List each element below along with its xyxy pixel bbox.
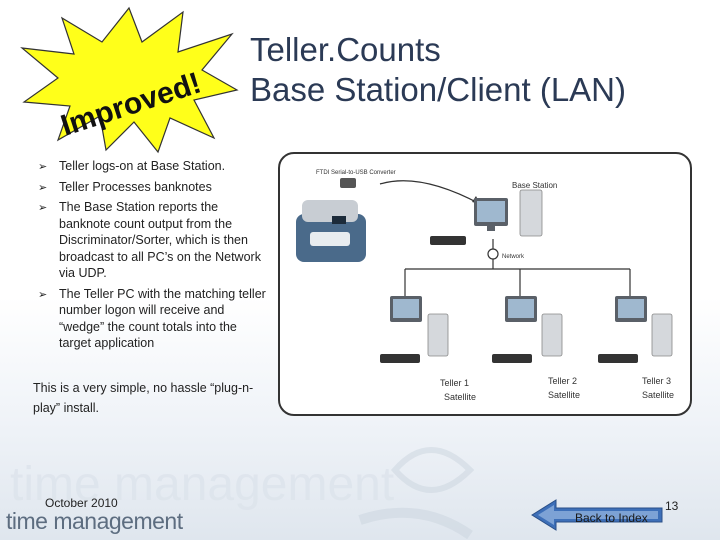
slide-title: Teller.Counts Base Station/Client (LAN): [250, 30, 626, 110]
footer-date: October 2010: [45, 496, 118, 510]
teller-2-name: Teller 2: [548, 376, 577, 386]
bullet-list: ➢ Teller logs-on at Base Station. ➢ Teller…: [38, 158, 266, 356]
teller-1-pc-icon: [380, 296, 449, 363]
bullet-text: Teller Processes banknotes: [59, 179, 212, 194]
bullet-text: The Teller PC with the matching teller n…: [59, 286, 266, 351]
bullet-item: ➢ Teller Processes banknotes: [38, 179, 266, 196]
teller-3-name: Teller 3: [642, 376, 671, 386]
teller-3-pc-icon: [598, 296, 673, 363]
arrow-bullet-icon: ➢: [38, 288, 48, 301]
improved-starburst: Improved!: [20, 6, 239, 154]
diagram-canvas: FTDI Serial-to-USB Converter Base Statio…: [296, 170, 674, 402]
network-hub-icon: [487, 248, 499, 260]
converter-label: FTDI Serial-to-USB Converter: [316, 170, 396, 176]
back-to-index-label: Back to Index: [575, 511, 648, 525]
teller-3-role: Satellite: [642, 390, 674, 400]
bullet-item: ➢ The Base Station reports the banknote c…: [38, 199, 266, 282]
arrow-bullet-icon: ➢: [38, 181, 48, 194]
page-number: 13: [665, 499, 679, 513]
network-label: Network: [502, 254, 525, 260]
arrow-bullet-icon: ➢: [38, 161, 48, 173]
arrow-bullet-icon: ➢: [38, 202, 48, 214]
title-line-2: Base Station/Client (LAN): [250, 71, 627, 108]
banknote-counter-icon: [296, 200, 366, 262]
network-diagram: FTDI Serial-to-USB Converter Base Statio…: [278, 152, 692, 416]
converter-icon: [340, 178, 356, 188]
bullet-text: The Base Station reports the banknote co…: [59, 200, 261, 280]
teller-1-name: Teller 1: [440, 378, 469, 388]
brand-logo: time management: [6, 508, 183, 534]
install-note: This is a very simple, no hassle “plug-n…: [33, 381, 254, 415]
bullet-item: ➢ The Teller PC with the matching teller …: [38, 286, 266, 352]
back-to-index-button[interactable]: Back to Index: [530, 498, 665, 532]
teller-1-role: Satellite: [444, 392, 476, 402]
teller-2-role: Satellite: [548, 390, 580, 400]
bullet-item: ➢ Teller logs-on at Base Station.: [38, 158, 266, 175]
base-station-pc-icon: [430, 189, 543, 245]
left-arrow-icon: [531, 499, 663, 531]
bullet-text: Teller logs-on at Base Station.: [59, 159, 226, 173]
base-station-label: Base Station: [512, 181, 557, 190]
title-line-1: Teller.Counts: [250, 31, 441, 68]
teller-2-pc-icon: [492, 296, 563, 363]
